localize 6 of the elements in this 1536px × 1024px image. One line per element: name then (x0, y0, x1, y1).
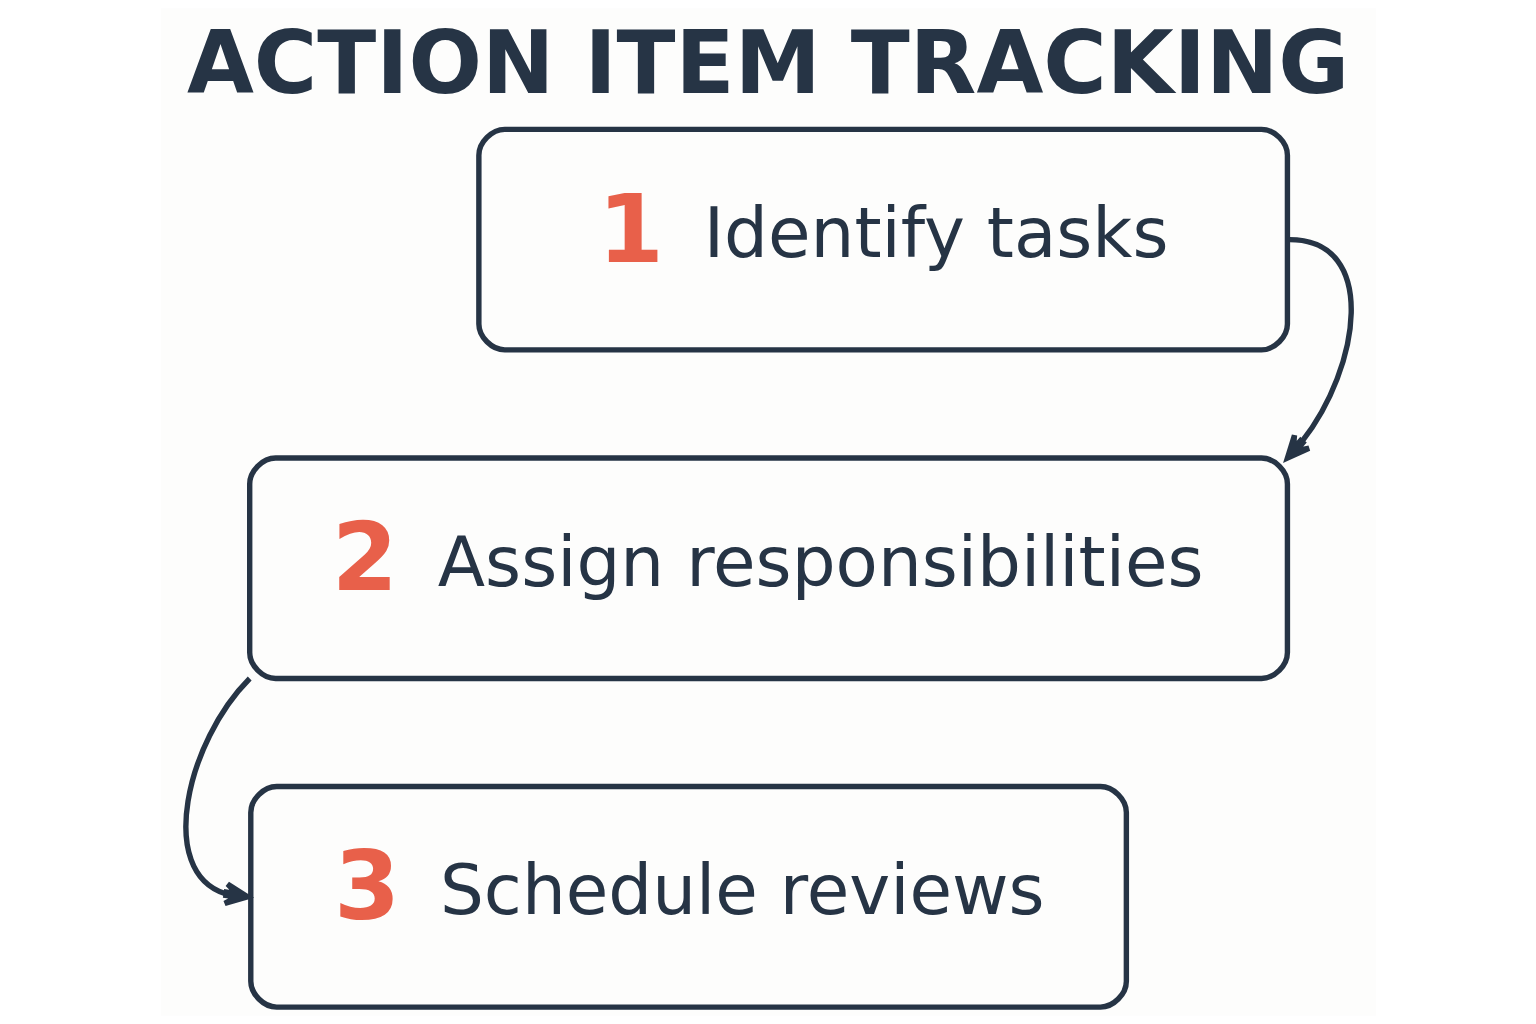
node-box: 2 Assign responsibilities (246, 455, 1290, 682)
node-box: 1 Identify tasks (475, 126, 1290, 353)
arrow (182, 676, 252, 907)
arrow (1284, 236, 1354, 461)
node-box: 3 Schedule reviews (247, 783, 1129, 1010)
diagram-title: ACTION ITEM TRACKING (186, 12, 1349, 113)
